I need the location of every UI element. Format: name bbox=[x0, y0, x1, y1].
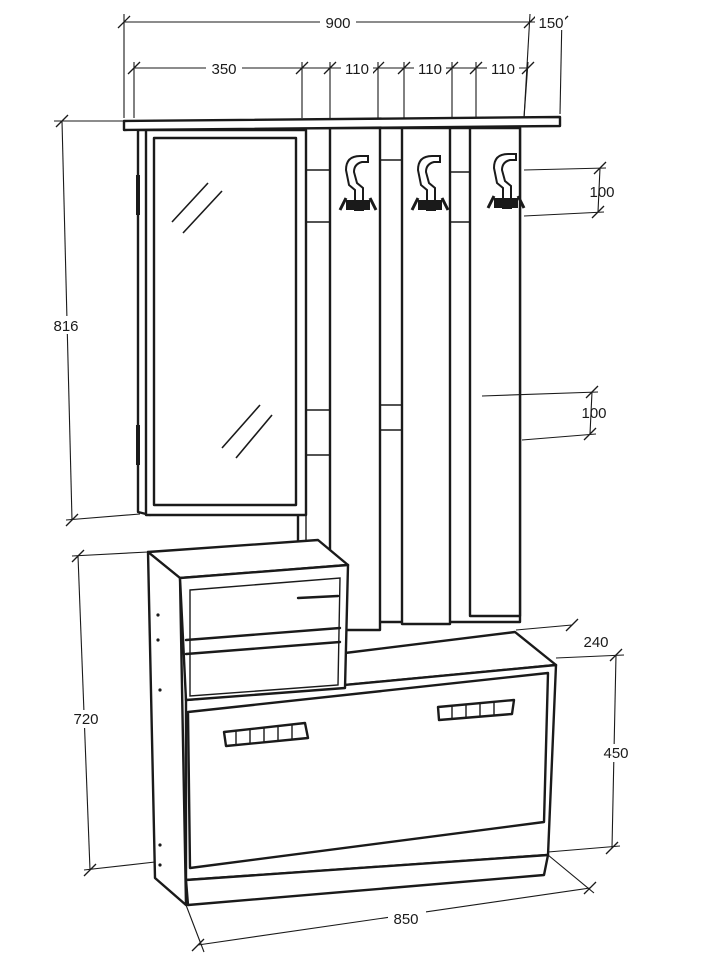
dim-cabinet-depth: 240 bbox=[583, 634, 608, 651]
coat-panel-2 bbox=[400, 126, 452, 626]
dim-panel-width-1: 110 bbox=[345, 61, 369, 78]
dim-lower-height: 720 bbox=[73, 711, 98, 728]
dim-total-width: 900 bbox=[325, 15, 350, 32]
dim-mirror-width: 350 bbox=[211, 61, 236, 78]
dim-lower-panel-offset: 100 bbox=[581, 405, 606, 422]
shoe-drawer bbox=[186, 671, 550, 870]
dim-panel-width-2: 110 bbox=[418, 61, 442, 78]
dimension-labels: 900 150 350 110 110 110 100 100 816 720 … bbox=[50, 14, 634, 928]
coat-panel-3 bbox=[468, 126, 522, 618]
dim-upper-height: 816 bbox=[53, 318, 78, 335]
dim-hook-offset: 100 bbox=[589, 184, 614, 201]
dim-cabinet-width: 850 bbox=[393, 911, 418, 928]
dim-panel-width-3: 110 bbox=[491, 61, 515, 78]
mirror bbox=[152, 136, 298, 507]
coat-hook-icon bbox=[410, 155, 450, 211]
wall-unit bbox=[122, 115, 562, 632]
cabinet-plinth bbox=[184, 853, 550, 907]
shoe-cabinet bbox=[146, 538, 558, 907]
dim-shelf-depth: 150 bbox=[538, 15, 563, 32]
coat-hooks bbox=[338, 153, 526, 211]
shelf-unit-front bbox=[178, 563, 350, 702]
drawer-handle-right bbox=[436, 698, 516, 722]
coat-hook-icon bbox=[338, 155, 378, 211]
coat-hook-icon bbox=[486, 153, 526, 209]
dimension-lines bbox=[54, 13, 625, 953]
dim-cabinet-height: 450 bbox=[603, 745, 628, 762]
top-shelf bbox=[122, 115, 562, 132]
